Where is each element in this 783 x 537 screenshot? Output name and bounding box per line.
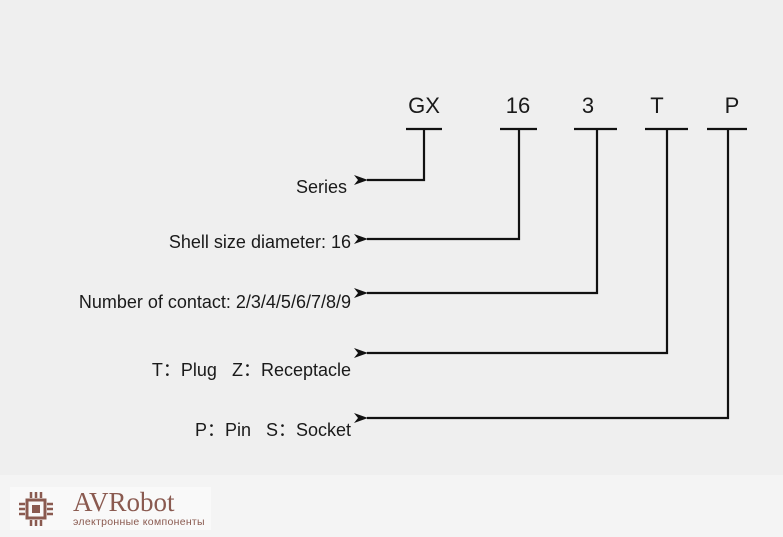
code-t: T [650, 93, 663, 118]
part-number-diagram: GX 16 3 T P Series Shell size diameter: … [78, 93, 747, 440]
code-16: 16 [506, 93, 530, 118]
3-connector [367, 127, 617, 293]
t-connector [367, 127, 688, 353]
16-connector [367, 127, 537, 239]
label-contacts: Number of contact: 2/3/4/5/6/7/8/9 [79, 292, 351, 312]
logo-name: AVRobot [73, 487, 175, 517]
gx-connector [367, 127, 442, 180]
code-gx: GX [408, 93, 440, 118]
label-shell: Shell size diameter: 16 [169, 232, 351, 252]
diagram-svg: GX 16 3 T P Series Shell size diameter: … [79, 93, 747, 440]
chip-icon [19, 492, 53, 526]
code-3: 3 [582, 93, 594, 118]
label-plug: T：Plug Z：Receptacle [152, 360, 351, 380]
label-pin: P：Pin S：Socket [195, 420, 351, 440]
avrobot-logo: AVRobot электронные компоненты [10, 487, 211, 530]
code-p: P [725, 93, 740, 118]
p-connector [367, 127, 747, 418]
label-series: Series [296, 177, 347, 197]
logo-subtitle: электронные компоненты [73, 516, 205, 528]
